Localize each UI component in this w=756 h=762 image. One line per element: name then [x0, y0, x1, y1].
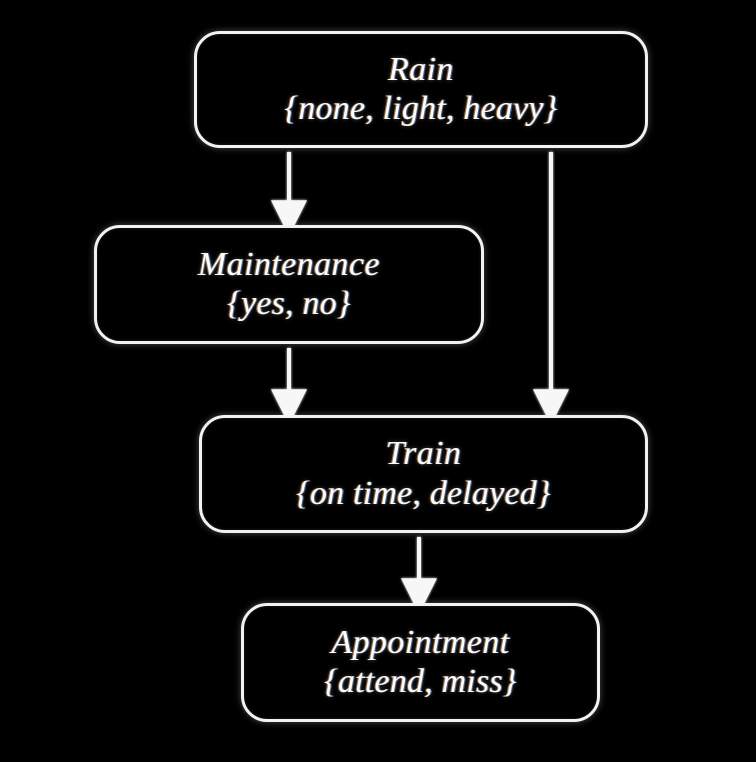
node-maintenance-name: Maintenance — [198, 245, 380, 283]
node-maintenance-states: {yes, no} — [227, 285, 351, 322]
node-appointment-name: Appointment — [331, 623, 510, 661]
node-train[interactable]: Train {on time, delayed} — [199, 415, 648, 533]
node-maintenance[interactable]: Maintenance {yes, no} — [94, 225, 484, 344]
node-rain-name: Rain — [388, 50, 454, 88]
node-rain[interactable]: Rain {none, light, heavy} — [194, 31, 648, 148]
node-rain-states: {none, light, heavy} — [284, 90, 558, 127]
node-train-states: {on time, delayed} — [296, 474, 551, 512]
node-appointment-states: {attend, miss} — [324, 663, 517, 700]
node-train-name: Train — [385, 435, 462, 473]
node-appointment[interactable]: Appointment {attend, miss} — [241, 603, 600, 722]
